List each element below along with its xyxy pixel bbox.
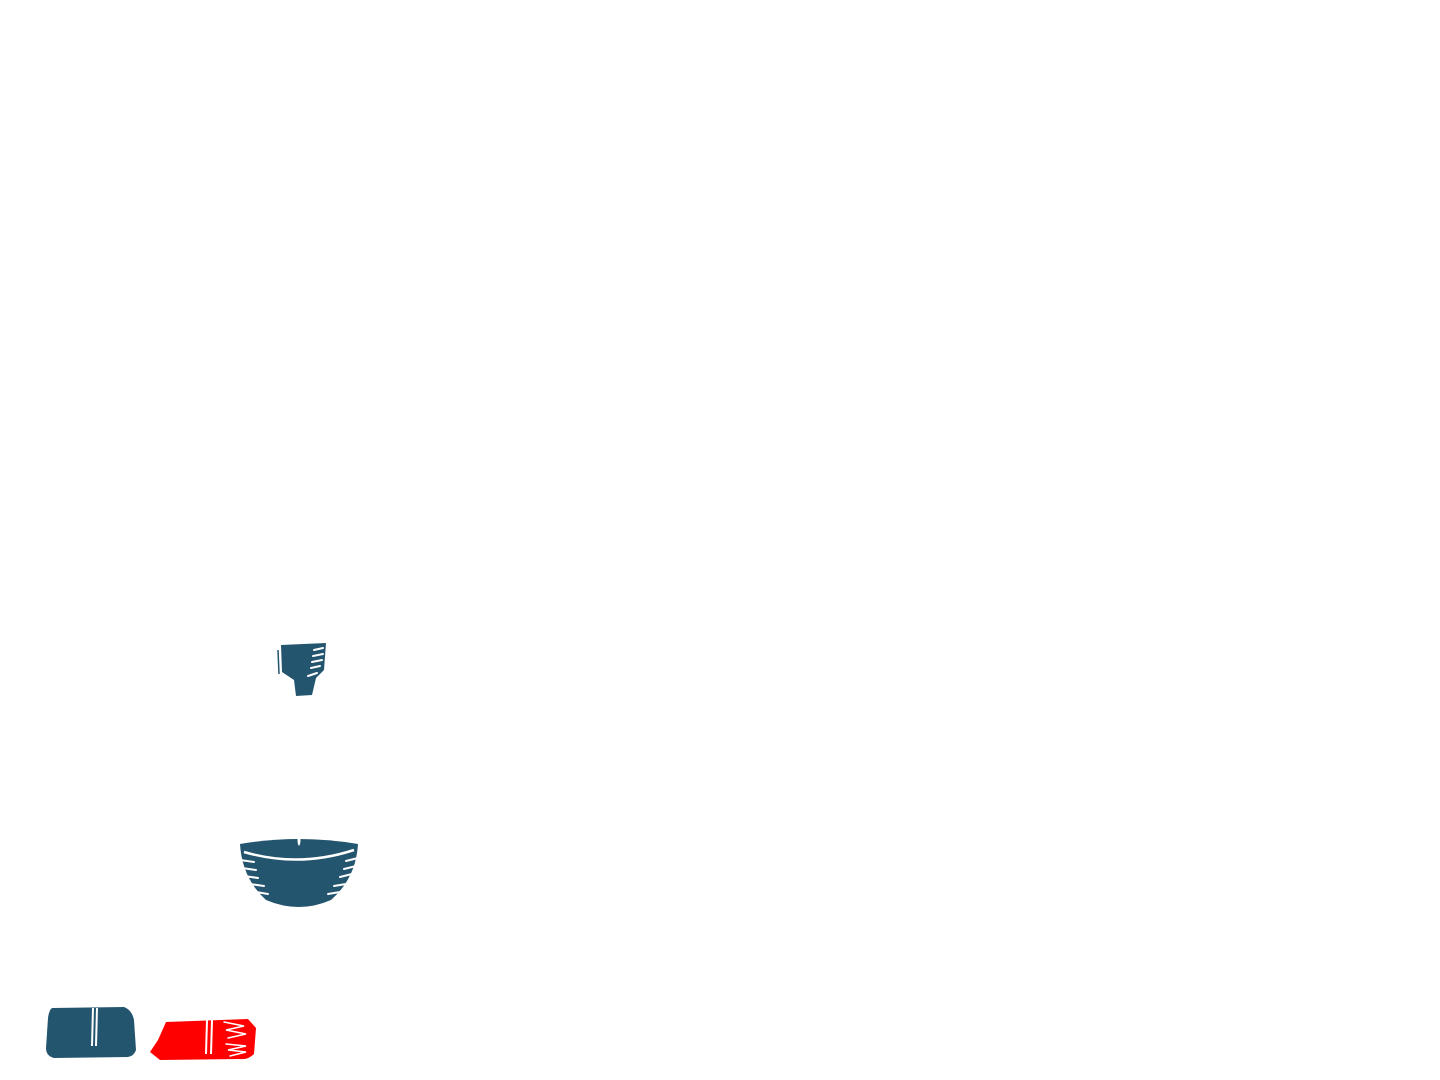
bowl-icon [236,828,362,914]
blue-paint-button[interactable] [44,1004,138,1060]
red-paint-button[interactable] [148,1016,258,1062]
cup-icon[interactable] [276,640,328,698]
